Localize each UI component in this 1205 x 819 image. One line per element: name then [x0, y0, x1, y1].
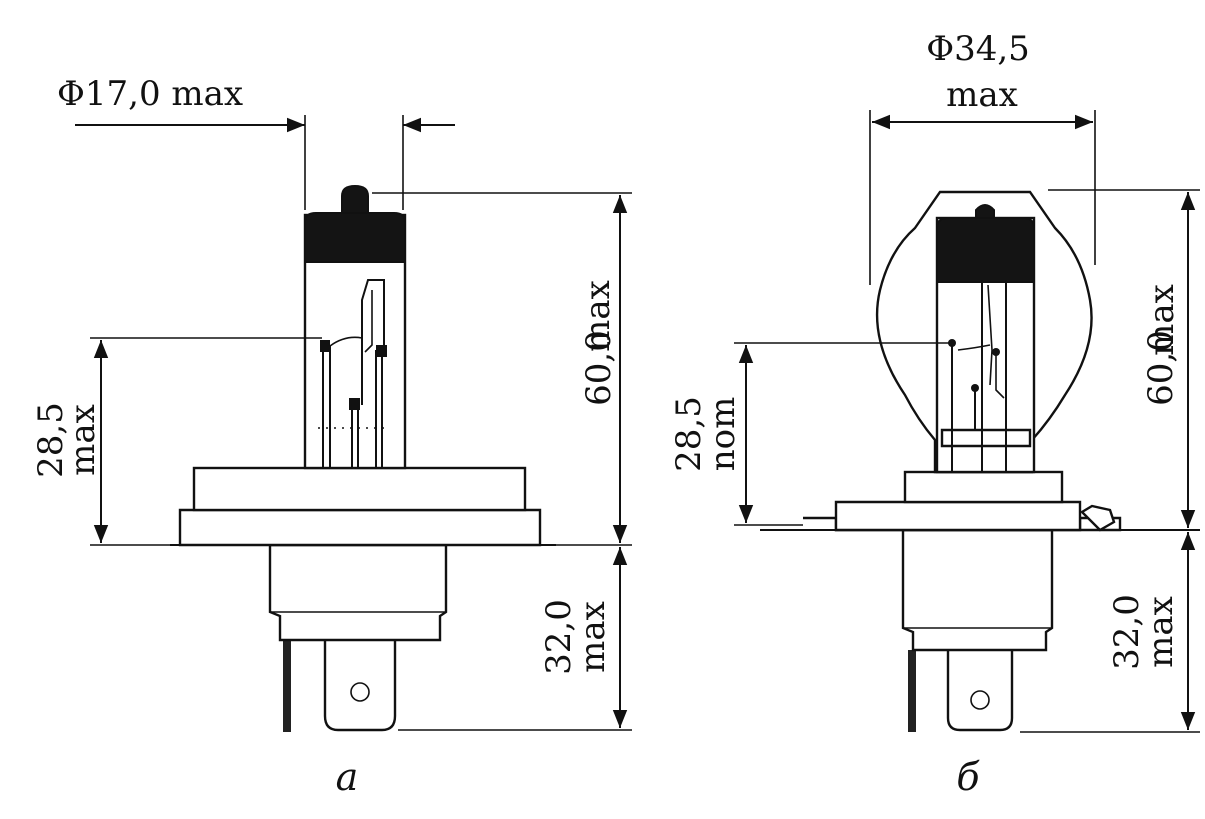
lamp-a-base-qual: max	[573, 601, 613, 673]
lamp-b: Φ34,5 max 28,5 nom 60,0 max 32,0 max	[669, 29, 1200, 799]
lamp-b-filament-qual: nom	[703, 397, 743, 472]
lamp-b-height-value: 60,0	[1141, 330, 1181, 406]
lamp-a-base	[268, 543, 448, 642]
lamp-b-tab-hole	[970, 690, 990, 710]
lamp-b-filaments	[948, 280, 1007, 472]
lamp-a-filament-value: 28,5	[31, 402, 71, 478]
lamp-a-tab	[323, 640, 397, 732]
lamp-b-diameter-value: Φ34,5	[926, 29, 1030, 69]
lamp-b-tab	[946, 650, 1014, 732]
lamp-a-flange	[178, 508, 542, 547]
lamp-b-diameter-qual: max	[946, 75, 1018, 115]
lamp-a-dim-diameter: Φ17,0 max	[57, 74, 455, 210]
lamp-a-height-value: 60,0	[579, 330, 619, 406]
lamp-a-filament-qual: max	[63, 404, 103, 476]
lamp-b-base-qual: max	[1141, 596, 1181, 668]
lamp-a: Φ17,0 max 28,5 max 60,0 max 32,0 max	[31, 74, 632, 799]
lamp-b-dim-height: 60,0 max	[1048, 189, 1200, 528]
lamp-a-caption: a	[336, 755, 359, 799]
lamp-a-base-value: 32,0	[539, 599, 579, 675]
lamp-a-height-qual: max	[578, 280, 618, 352]
lamp-b-base	[901, 528, 1054, 652]
lamp-a-dim-height: 60,0 max	[372, 192, 632, 543]
lamp-b-base-value: 32,0	[1107, 594, 1147, 670]
lamp-a-bulb-cap	[304, 212, 406, 263]
lamp-b-collar	[903, 470, 1064, 504]
lamp-b-clip	[1080, 504, 1116, 532]
lamp-a-tab-hole	[350, 682, 370, 702]
lamp-a-collar	[192, 466, 527, 512]
lamp-b-flange	[834, 500, 1082, 532]
lamp-b-inner-cap	[936, 217, 1035, 283]
lamp-b-caption: б	[956, 755, 980, 799]
lamp-b-dim-diameter: Φ34,5 max	[869, 29, 1096, 285]
lamp-b-dim-base: 32,0 max	[1020, 532, 1200, 733]
lamp-a-pin-left	[283, 640, 291, 732]
lamp-b-filament-value: 28,5	[669, 396, 709, 472]
lamp-a-dim-filament: 28,5 max	[31, 337, 322, 546]
lamp-b-dim-filament: 28,5 nom	[669, 342, 950, 526]
lamp-a-dim-base: 32,0 max	[398, 544, 632, 731]
lamp-a-diameter-label: Φ17,0 max	[57, 74, 243, 114]
lamp-a-filaments	[318, 279, 388, 468]
lamp-b-pin-left	[908, 650, 916, 732]
lamp-a-tip	[341, 184, 369, 214]
lamp-b-height-qual: max	[1142, 284, 1182, 356]
